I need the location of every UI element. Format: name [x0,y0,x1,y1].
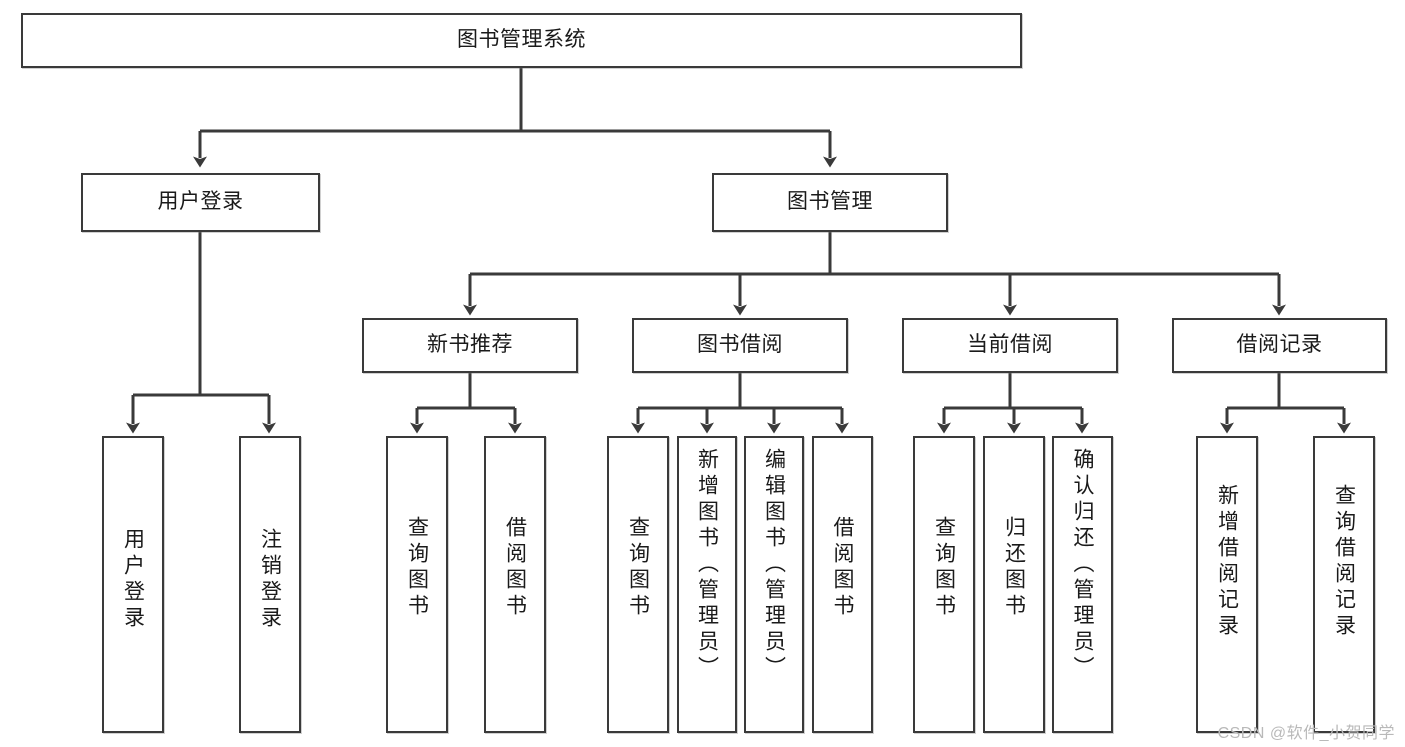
node-leaf-query-book-2[interactable]: 查询图书 [607,436,669,733]
node-book-borrow[interactable]: 图书借阅 [632,318,848,373]
node-leaf-query-record[interactable]: 查询借阅记录 [1313,436,1375,733]
node-new-book-rec-label: 新书推荐 [427,333,513,357]
node-borrow-record-label: 借阅记录 [1236,333,1323,357]
node-leaf-confirm-return[interactable]: 确认归还（管理员） [1052,436,1113,733]
node-user-login[interactable]: 用户登录 [81,173,320,232]
node-current-borrow[interactable]: 当前借阅 [902,318,1118,373]
node-leaf-add-record-label: 新增借阅记录 [1215,484,1239,640]
node-user-login-label: 用户登录 [157,190,244,214]
node-leaf-logout[interactable]: 注销登录 [239,436,301,733]
node-new-book-rec[interactable]: 新书推荐 [362,318,578,373]
node-leaf-query-book-2-label: 查询图书 [626,516,650,620]
node-leaf-user-login[interactable]: 用户登录 [102,436,164,733]
node-borrow-record[interactable]: 借阅记录 [1172,318,1387,373]
node-leaf-query-book-3-label: 查询图书 [932,516,956,620]
node-leaf-return-book[interactable]: 归还图书 [983,436,1045,733]
node-leaf-borrow-book-2[interactable]: 借阅图书 [812,436,873,733]
node-book-manage-label: 图书管理 [787,190,873,214]
node-current-borrow-label: 当前借阅 [967,333,1053,357]
node-leaf-borrow-book-1[interactable]: 借阅图书 [484,436,546,733]
node-leaf-borrow-book-2-label: 借阅图书 [831,516,854,620]
node-root[interactable]: 图书管理系统 [21,13,1022,68]
node-leaf-confirm-return-label: 确认归还（管理员） [1071,448,1094,682]
node-leaf-logout-label: 注销登录 [258,528,282,632]
node-leaf-add-record[interactable]: 新增借阅记录 [1196,436,1258,733]
node-leaf-edit-book-label: 编辑图书（管理员） [762,448,786,682]
node-leaf-add-book-label: 新增图书（管理员） [695,448,719,682]
node-leaf-query-book-1-label: 查询图书 [405,516,429,620]
node-leaf-user-login-label: 用户登录 [121,528,145,632]
watermark-text: CSDN @软件_小贺同学 [1217,725,1395,742]
node-leaf-add-book[interactable]: 新增图书（管理员） [677,436,737,733]
node-leaf-query-book-3[interactable]: 查询图书 [913,436,975,733]
node-leaf-query-record-label: 查询借阅记录 [1332,484,1356,640]
node-book-manage[interactable]: 图书管理 [712,173,948,232]
node-leaf-return-book-label: 归还图书 [1002,516,1026,620]
node-leaf-edit-book[interactable]: 编辑图书（管理员） [744,436,804,733]
node-leaf-query-book-1[interactable]: 查询图书 [386,436,448,733]
node-leaf-borrow-book-1-label: 借阅图书 [503,516,527,620]
node-book-borrow-label: 图书借阅 [697,333,783,357]
node-root-label: 图书管理系统 [457,28,586,52]
